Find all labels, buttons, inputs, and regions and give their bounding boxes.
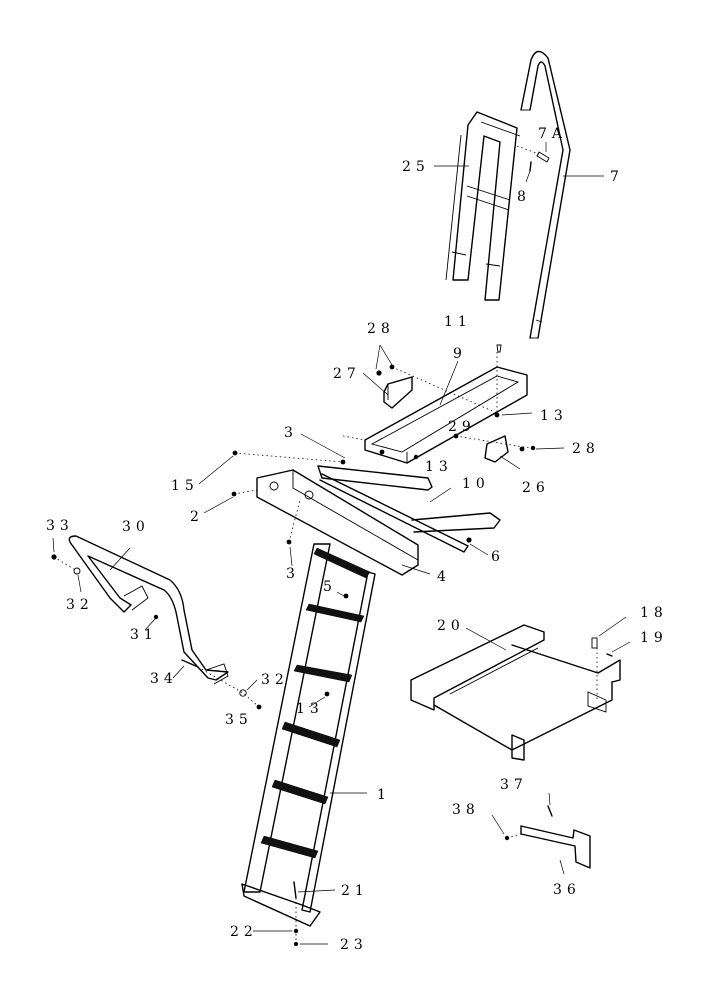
leader-lines bbox=[52, 142, 631, 945]
callout-label-13: 13 bbox=[540, 408, 568, 424]
callout-label-26: 26 bbox=[522, 480, 550, 496]
callout-label-34: 34 bbox=[150, 671, 178, 687]
part-support-10 bbox=[317, 465, 501, 553]
callout-label-25: 25 bbox=[402, 159, 430, 175]
part-clip-8 bbox=[529, 161, 532, 172]
part-bracket-36 bbox=[520, 825, 591, 869]
callout-label-22: 22 bbox=[230, 924, 258, 940]
hardware-fasteners bbox=[51, 344, 613, 946]
callout-label-3: 3 bbox=[286, 566, 300, 582]
assembly-dashed-lines bbox=[53, 352, 598, 944]
part-step-beam-4 bbox=[256, 469, 419, 576]
ladder-treads bbox=[260, 547, 371, 859]
callout-label-1: 1 bbox=[377, 787, 391, 803]
part-pin-7a bbox=[536, 151, 550, 163]
callout-label-29: 29 bbox=[448, 419, 476, 435]
part-ladder-1 bbox=[241, 543, 376, 927]
callout-label-23: 23 bbox=[340, 937, 368, 953]
callout-label-4: 4 bbox=[437, 569, 451, 585]
callout-label-28: 28 bbox=[572, 441, 600, 457]
callout-label-5: 5 bbox=[323, 579, 337, 595]
callout-label-15: 15 bbox=[171, 478, 199, 494]
callout-label-2: 2 bbox=[190, 509, 204, 525]
callout-label-11: 11 bbox=[444, 314, 472, 330]
callout-label-13: 13 bbox=[425, 459, 453, 475]
callout-label-28: 28 bbox=[367, 321, 395, 337]
callout-label-8: 8 bbox=[517, 189, 531, 205]
callout-label-38: 38 bbox=[452, 802, 480, 818]
callout-label-32: 32 bbox=[261, 672, 289, 688]
callout-label-19: 19 bbox=[640, 630, 668, 646]
callout-label-21: 21 bbox=[341, 883, 369, 899]
callout-label-37: 37 bbox=[500, 777, 528, 793]
callout-label-30: 30 bbox=[122, 519, 150, 535]
callout-label-18: 18 bbox=[640, 605, 668, 621]
callout-label-33: 33 bbox=[46, 518, 74, 534]
callout-label-31: 31 bbox=[130, 627, 158, 643]
part-handrail-30 bbox=[68, 535, 229, 685]
part-frame-20 bbox=[410, 624, 621, 761]
callout-label-20: 20 bbox=[437, 618, 465, 634]
callout-label-7a: 7A bbox=[538, 126, 567, 142]
callout-label-6: 6 bbox=[491, 549, 505, 565]
part-bracket-26 bbox=[484, 435, 509, 463]
callout-label-36: 36 bbox=[553, 882, 581, 898]
callout-label-10: 10 bbox=[462, 476, 490, 492]
callout-label-35: 35 bbox=[225, 712, 253, 728]
callout-label-32: 32 bbox=[66, 597, 94, 613]
callout-label-13: 13 bbox=[296, 701, 324, 717]
callout-labels: 1 2 3 3 4 5 6 7 7A 8 9 10 11 13 13 13 15… bbox=[46, 126, 668, 953]
callout-label-27: 27 bbox=[333, 366, 361, 382]
callout-label-7: 7 bbox=[610, 169, 624, 185]
part-handrail-7 bbox=[520, 50, 571, 339]
callout-label-9: 9 bbox=[453, 346, 467, 362]
callout-label-3: 3 bbox=[284, 425, 298, 441]
part-inner-frame-25 bbox=[445, 111, 521, 301]
part-bracket-27 bbox=[383, 376, 413, 409]
